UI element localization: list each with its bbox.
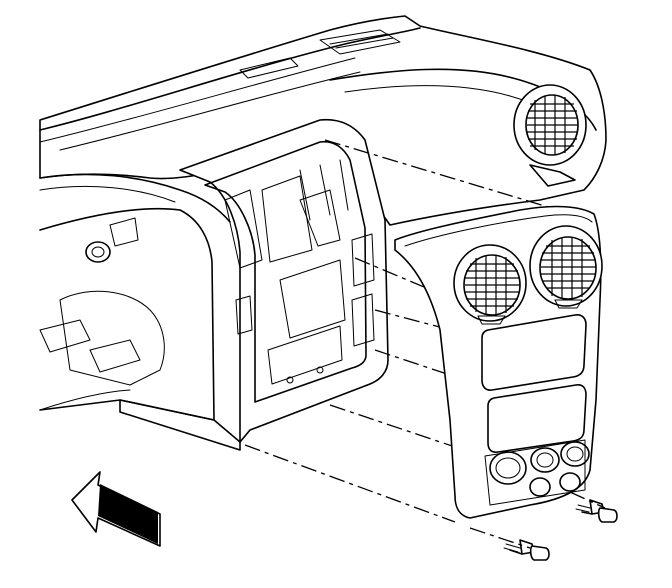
steering-column-opening xyxy=(59,290,165,386)
align-line-8 xyxy=(569,491,606,509)
left-side-air-outlet xyxy=(513,84,587,187)
internal-bracket xyxy=(299,189,341,247)
lower-left-panel xyxy=(39,207,241,451)
side-vent-grille xyxy=(527,95,578,155)
hvac-control-knobs xyxy=(489,441,590,497)
lower-flange xyxy=(119,399,241,451)
bezel-radio-opening xyxy=(481,314,587,391)
internal-duct-2 xyxy=(261,175,313,263)
defroster-grille xyxy=(319,29,401,55)
bezel-top-edge xyxy=(404,214,593,247)
bezel-lower-opening xyxy=(487,384,587,453)
center-air-outlet-left xyxy=(453,244,527,325)
bezel-control-panel xyxy=(484,439,586,506)
internal-duct-1 xyxy=(224,189,263,269)
center-opening-frame xyxy=(179,118,389,443)
arrow-shading xyxy=(98,484,158,544)
mounting-screw-upper xyxy=(575,499,618,523)
vehicle-front-direction-arrow xyxy=(71,471,161,547)
knob-left xyxy=(489,451,527,485)
dash-ridge-lower xyxy=(39,57,356,143)
button-lower-left xyxy=(529,477,551,497)
left-lower-outline xyxy=(39,207,215,421)
align-line-5 xyxy=(329,404,471,453)
button-lower-right xyxy=(559,472,581,492)
left-knob xyxy=(85,241,111,263)
frame-inner xyxy=(204,140,367,403)
dash-left-face xyxy=(39,173,231,223)
knob-center xyxy=(530,447,560,473)
align-line-4 xyxy=(374,349,466,381)
mounting-screw-lower xyxy=(503,539,550,561)
knob-right xyxy=(560,441,590,467)
align-line-6 xyxy=(244,444,456,523)
center-air-outlet-right xyxy=(529,225,603,309)
dash-ridge-upper xyxy=(39,27,421,131)
dash-ridge-3 xyxy=(59,71,361,151)
frame-outer xyxy=(179,118,389,443)
align-line-1 xyxy=(324,139,576,216)
side-vent-base xyxy=(529,164,576,187)
